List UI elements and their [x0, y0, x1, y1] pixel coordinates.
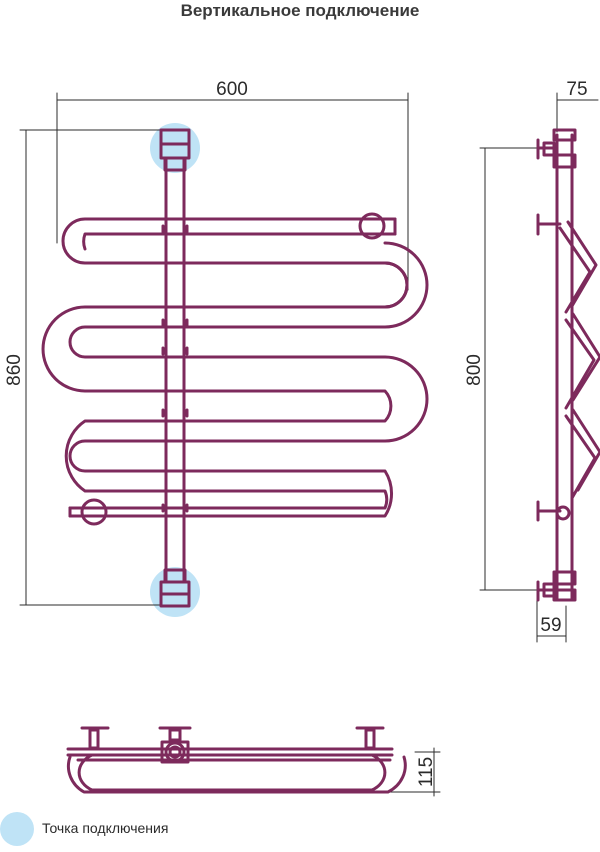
- dimension-center-distance: 800: [464, 354, 485, 386]
- side-view: [479, 92, 600, 643]
- connection-point-marker: [0, 812, 34, 846]
- connection-point-bottom: [150, 567, 200, 617]
- legend: Точка подключения: [0, 806, 400, 852]
- dimension-height: 860: [4, 354, 25, 386]
- dimension-offset: 59: [540, 615, 561, 636]
- dimension-top-depth: 115: [416, 757, 437, 787]
- top-view: [66, 726, 441, 797]
- dimension-width: 600: [216, 79, 248, 100]
- page-title: Вертикальное подключение: [180, 1, 420, 20]
- dimension-side-depth: 75: [566, 79, 587, 100]
- legend-label: Точка подключения: [42, 820, 169, 836]
- front-view: [19, 92, 429, 617]
